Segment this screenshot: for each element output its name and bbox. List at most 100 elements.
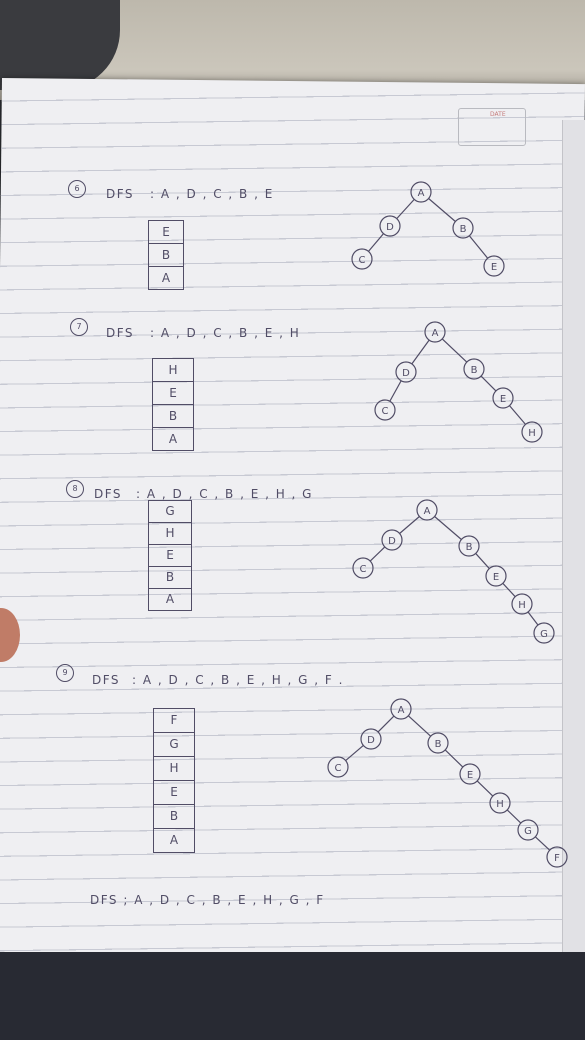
stack-cell: H: [153, 358, 193, 382]
tree-edge: [411, 339, 430, 365]
tree-node-label: E: [491, 262, 497, 273]
tree-node-circle: [463, 358, 485, 380]
tree-node-label: B: [460, 224, 467, 235]
tree-node-circle: [458, 535, 480, 557]
tree-node-label: E: [500, 394, 506, 405]
stack-table: H E B A: [152, 358, 194, 451]
stack-cell: E: [153, 382, 193, 405]
dfs-sequence: : A , D , C , B , E , H , G: [136, 487, 313, 501]
stack-cell: F: [154, 708, 194, 733]
tree-node-circle: [352, 557, 374, 579]
section-number: 6: [68, 180, 86, 198]
tree-node-circle: [416, 499, 438, 521]
tree-node-label: D: [386, 222, 394, 233]
tree-edge: [506, 809, 522, 824]
tree-node-circle: [379, 215, 401, 237]
dfs-sequence: : A , D , C , B , E , H: [150, 326, 301, 340]
tree-node-label: G: [524, 826, 532, 837]
stack-cell: B: [154, 805, 194, 829]
tree-node-circle: [459, 763, 481, 785]
tree-edge: [428, 198, 456, 222]
tree-edge: [369, 546, 386, 562]
stack-cell: E: [149, 545, 191, 567]
tree-node-circle: [427, 732, 449, 754]
tree-node-circle: [511, 593, 533, 615]
tree-node-label: F: [554, 853, 560, 864]
stack-cell: H: [154, 757, 194, 781]
tree-node-label: H: [518, 600, 526, 611]
section-number: 7: [70, 318, 88, 336]
tree-node-label: A: [424, 506, 431, 517]
stack-cell: A: [153, 428, 193, 451]
tree-node-label: G: [540, 629, 548, 640]
stack-cell: G: [154, 733, 194, 757]
tree-node-circle: [546, 846, 568, 868]
stack-cell: G: [149, 500, 191, 523]
stack-table: E B A: [148, 220, 184, 290]
date-label: DATE: [490, 111, 506, 118]
tree-edge: [407, 715, 432, 737]
tree-node-label: D: [367, 735, 375, 746]
thumb: [0, 608, 20, 662]
tree-edge: [534, 836, 551, 851]
next-page-edge: [562, 120, 585, 970]
tree-edge: [345, 745, 364, 761]
tree-node-circle: [351, 248, 373, 270]
tree-node-label: E: [467, 770, 473, 781]
tree-node-label: B: [471, 365, 478, 376]
tree-node-circle: [521, 421, 543, 443]
tree-edge: [476, 780, 494, 797]
dfs-label: DFS: [94, 487, 123, 501]
final-dfs-result: DFS ; A , D , C , B , E , H , G , F: [90, 893, 325, 907]
stack-cell: A: [149, 267, 183, 290]
stack-cell: E: [154, 781, 194, 805]
tree-node-label: B: [435, 739, 442, 750]
bottom-cloth: [0, 952, 585, 1040]
tree-node-circle: [533, 622, 555, 644]
tree-edge: [468, 235, 489, 259]
tree-edge: [480, 375, 497, 392]
tree-node-label: D: [402, 368, 410, 379]
tree-node-label: C: [359, 255, 366, 266]
tree-node-circle: [410, 181, 432, 203]
tree-edge: [396, 198, 415, 220]
tree-edge: [444, 749, 464, 768]
tree-node-circle: [390, 698, 412, 720]
stack-cell: B: [153, 405, 193, 428]
tree-node-label: C: [335, 763, 342, 774]
dfs-label: DFS: [106, 326, 135, 340]
tree-edge: [389, 380, 402, 402]
stack-cell: E: [149, 220, 183, 244]
dfs-label: DFS: [106, 187, 135, 201]
tree-node-circle: [381, 529, 403, 551]
tree-node-circle: [452, 217, 474, 239]
tree-edge: [509, 405, 526, 425]
tree-edge: [377, 715, 395, 733]
tree-node-circle: [483, 255, 505, 277]
dfs-sequence: : A , D , C , B , E: [150, 187, 274, 201]
tree-edge: [434, 516, 462, 540]
tree-node-circle: [492, 387, 514, 409]
tree-node-label: A: [432, 328, 439, 339]
tree-node-label: B: [466, 542, 473, 553]
tree-node-circle: [395, 361, 417, 383]
tree-edge: [475, 553, 490, 569]
stack-cell: B: [149, 567, 191, 589]
tree-node-label: E: [493, 572, 499, 583]
stack-cell: B: [149, 244, 183, 267]
stack-cell: H: [149, 523, 191, 545]
tree-node-label: A: [418, 188, 425, 199]
tree-node-label: A: [398, 705, 405, 716]
tree-node-label: H: [528, 428, 536, 439]
tree-edge: [527, 611, 539, 626]
tree-node-circle: [374, 399, 396, 421]
tree-edge: [441, 338, 468, 363]
tree-node-circle: [424, 321, 446, 343]
section-number: 9: [56, 664, 74, 682]
tree-node-label: D: [388, 536, 396, 547]
tree-node-circle: [517, 819, 539, 841]
date-box: [458, 108, 526, 146]
tree-node-circle: [485, 565, 507, 587]
stack-table: G H E B A: [148, 500, 192, 611]
